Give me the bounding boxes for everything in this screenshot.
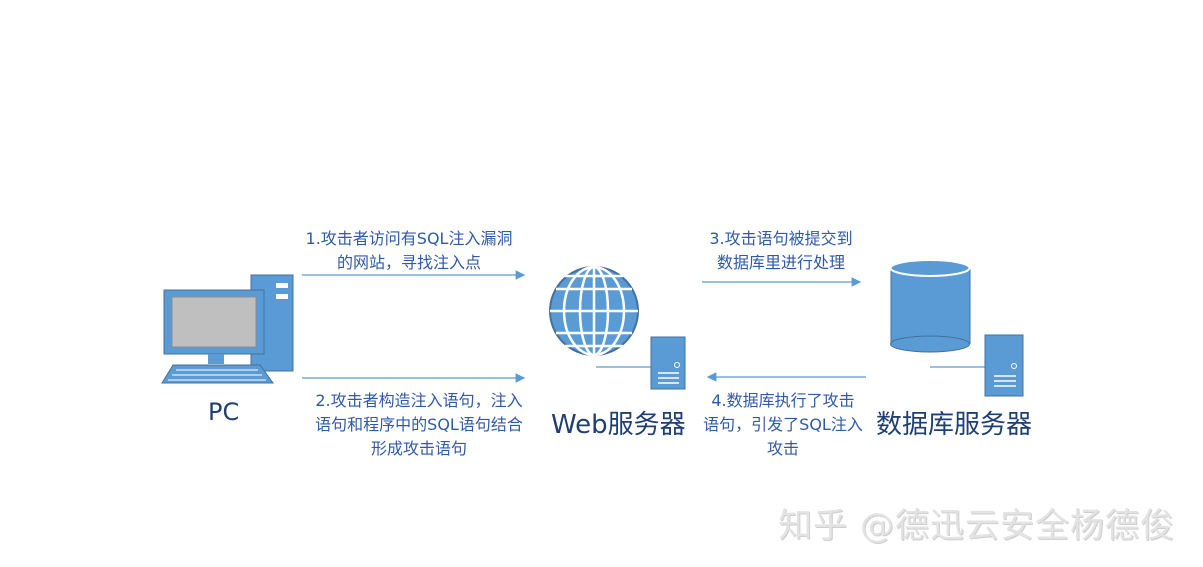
step4-line1: 4.数据库执行了攻击 (711, 391, 855, 410)
step2-line1: 2.攻击者构造注入语句，注入 (315, 391, 523, 410)
globe-icon (549, 265, 639, 357)
step1-line1: 1.攻击者访问有SQL注入漏洞 (305, 229, 513, 248)
step3-line1: 3.攻击语句被提交到 (709, 229, 853, 248)
step2-text: 2.攻击者构造注入语句，注入 语句和程序中的SQL语句结合 形成攻击语句 (296, 389, 542, 461)
computer-icon (161, 274, 294, 384)
step3-line2: 数据库里进行处理 (716, 253, 845, 272)
pc-label: PC (208, 398, 240, 426)
step1-line2: 的网站，寻找注入点 (336, 253, 481, 272)
watermark-text: 知乎 @德迅云安全杨德俊 (778, 506, 1175, 546)
step2-line3: 形成攻击语句 (370, 439, 467, 458)
server-icon (596, 336, 686, 390)
step4-text: 4.数据库执行了攻击 语句，引发了SQL注入 攻击 (688, 389, 878, 461)
web-server-label: Web服务器 (551, 410, 686, 440)
step4-line3: 攻击 (766, 439, 799, 458)
step3-text: 3.攻击语句被提交到 数据库里进行处理 (686, 227, 876, 275)
step1-text: 1.攻击者访问有SQL注入漏洞 的网站，寻找注入点 (286, 227, 532, 275)
step2-line2: 语句和程序中的SQL语句结合 (315, 415, 523, 434)
database-icon (889, 259, 971, 353)
db-server-box (930, 334, 1024, 397)
db-server-label: 数据库服务器 (876, 410, 1033, 440)
step4-line2: 语句，引发了SQL注入 (703, 415, 863, 434)
